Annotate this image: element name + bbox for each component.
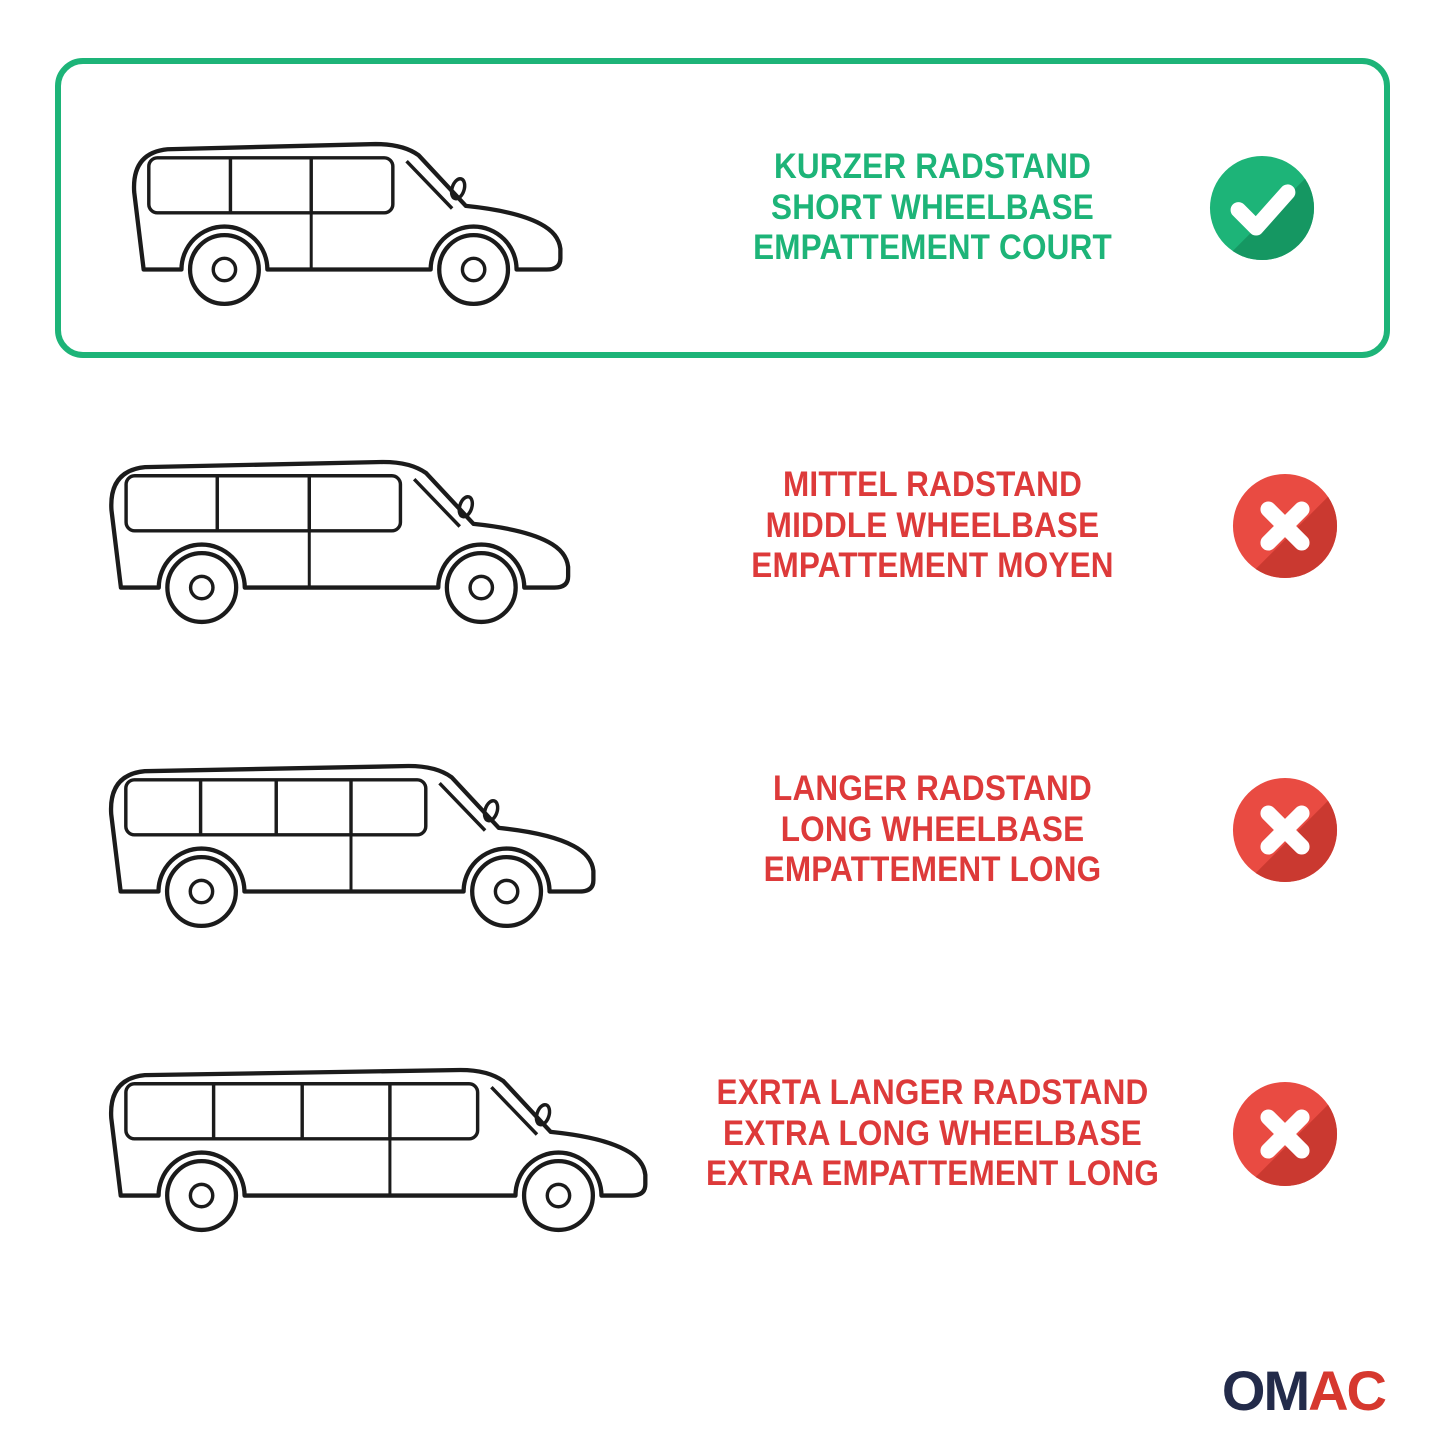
label-line-french: EXTRA EMPATTEMENT LONG [705,1154,1160,1194]
label-line-german: EXRTA LANGER RADSTAND [716,1072,1149,1112]
option-row-short-wheelbase: KURZER RADSTAND SHORT WHEELBASE EMPATTEM… [55,58,1390,358]
option-row-middle-wheelbase: MITTEL RADSTAND MIDDLE WHEELBASE EMPATTE… [60,390,1385,662]
label-line-german: KURZER RADSTAND [773,146,1092,186]
option-row-extra-long-wheelbase: EXRTA LANGER RADSTAND EXTRA LONG WHEELBA… [60,998,1385,1270]
van-column [60,1027,680,1242]
cross-icon [1231,1080,1339,1188]
omac-logo-om: OM [1221,1359,1310,1422]
check-icon [1208,154,1316,262]
option-label-short-wheelbase: KURZER RADSTAND SHORT WHEELBASE EMPATTEM… [726,147,1139,270]
status-column [1185,776,1385,884]
option-label-long-wheelbase: LANGER RADSTAND LONG WHEELBASE EMPATTEME… [705,769,1160,892]
cross-icon [1231,472,1339,580]
van-short-wheelbase-icon [111,101,575,316]
option-label-extra-long-wheelbase: EXRTA LANGER RADSTAND EXTRA LONG WHEELBA… [705,1073,1160,1196]
label-line-german: MITTEL RADSTAND [782,464,1083,504]
van-long-wheelbase-icon [88,723,608,938]
van-extra-long-wheelbase-icon [88,1027,660,1242]
van-column [60,723,680,938]
option-row-long-wheelbase: LANGER RADSTAND LONG WHEELBASE EMPATTEME… [60,694,1385,966]
van-column [60,419,680,634]
label-line-english: MIDDLE WHEELBASE [765,505,1100,545]
label-line-french: EMPATTEMENT MOYEN [751,546,1114,586]
omac-logo-ac: AC [1308,1359,1387,1422]
cross-icon [1231,776,1339,884]
label-line-french: EMPATTEMENT COURT [753,228,1112,268]
label-line-english: LONG WHEELBASE [780,809,1085,849]
label-line-english: SHORT WHEELBASE [771,187,1094,227]
option-label-middle-wheelbase: MITTEL RADSTAND MIDDLE WHEELBASE EMPATTE… [705,465,1160,588]
omac-logo: OMAC [1222,1363,1387,1419]
status-column [1185,1080,1385,1188]
label-line-english: EXTRA LONG WHEELBASE [723,1113,1142,1153]
van-middle-wheelbase-icon [88,419,583,634]
status-column [1185,472,1385,580]
label-line-french: EMPATTEMENT LONG [763,850,1102,890]
van-column [83,101,703,316]
footer: OMAC [0,1363,1445,1445]
status-column [1162,154,1362,262]
label-line-german: LANGER RADSTAND [773,768,1092,808]
